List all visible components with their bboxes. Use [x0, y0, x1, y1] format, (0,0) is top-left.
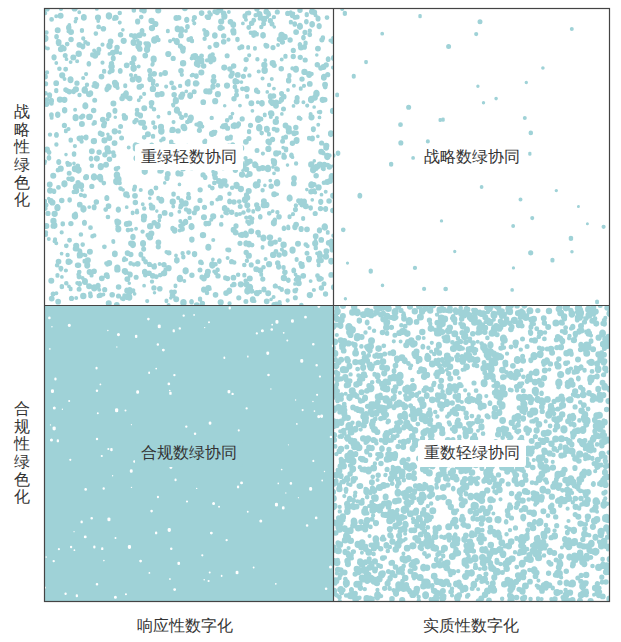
texture-dots: [44, 8, 334, 306]
texture-dots: [333, 8, 606, 304]
quadrant-label: 重数轻绿协同: [418, 440, 526, 467]
axis-label: 合规性绿色化: [14, 400, 30, 506]
quadrant-label: 战略数绿协同: [418, 144, 526, 171]
axis-label: 实质性数字化: [423, 616, 519, 637]
texture-dots: [333, 305, 610, 602]
quadrant-box: 重数轻绿协同: [333, 305, 610, 602]
quadrant-box: 合规数绿协同: [44, 305, 334, 602]
quadrant-box: 重绿轻数协同: [44, 8, 334, 306]
quadrant-label: 重绿轻数协同: [135, 144, 243, 171]
axis-label: 响应性数字化: [137, 616, 233, 637]
quadrant-box: 战略数绿协同: [333, 8, 610, 306]
axis-label: 战略性绿色化: [14, 103, 30, 209]
texture-dots: [44, 305, 334, 599]
quadrant-label: 合规数绿协同: [135, 440, 243, 467]
